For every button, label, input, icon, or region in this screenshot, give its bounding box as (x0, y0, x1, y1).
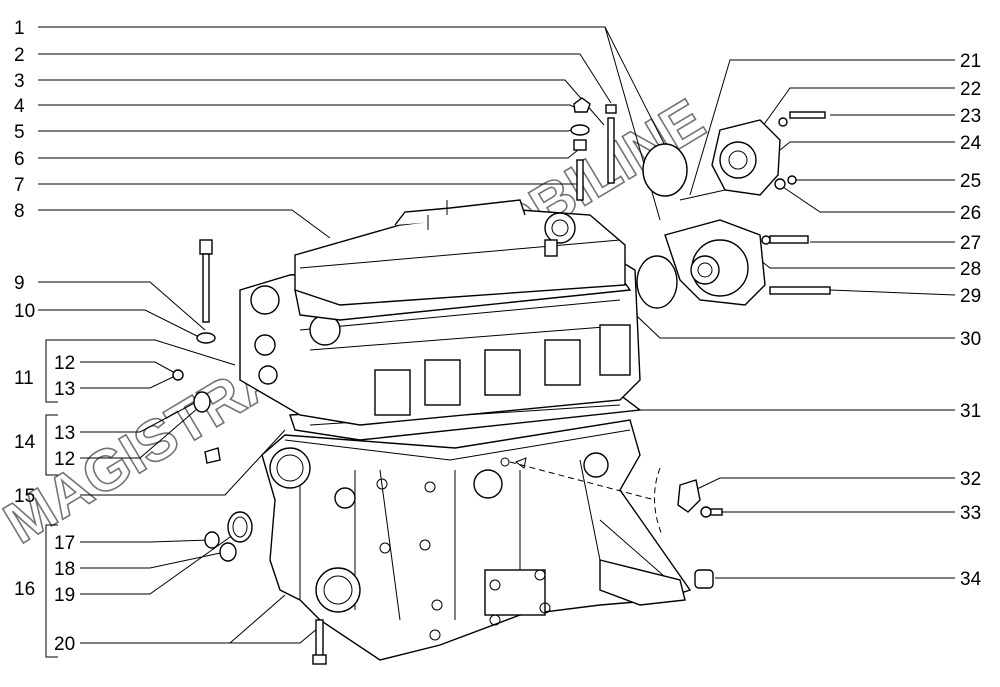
washer-part-5 (570, 124, 590, 136)
callout-1: 1 (14, 18, 25, 39)
crank-seal-opening (315, 567, 361, 613)
callout-24: 24 (960, 133, 982, 154)
callout-14: 14 (14, 432, 36, 453)
callout-21: 21 (960, 51, 981, 72)
callout-labels-left: 1 2 3 4 5 6 7 8 9 10 11 12 13 13 14 12 1… (14, 18, 75, 655)
head-port-2 (424, 359, 461, 406)
callout-7: 7 (14, 175, 25, 196)
callout-23: 23 (960, 106, 981, 127)
head-port-3 (484, 349, 521, 396)
seal-part-19 (227, 511, 253, 543)
callout-5: 5 (14, 122, 25, 143)
bolt-head-part-9 (199, 239, 213, 255)
callout-25: 25 (960, 171, 981, 192)
nut-part-2 (605, 104, 617, 114)
bore-opening-right (583, 452, 609, 478)
water-pump (664, 219, 831, 306)
callout-32: 32 (960, 469, 981, 490)
plug-part-18 (219, 542, 237, 562)
grommet-part-6 (573, 139, 587, 151)
callout-4: 4 (14, 96, 25, 117)
callout-12: 12 (54, 353, 75, 374)
bore-opening-left (269, 447, 311, 489)
o-ring-upper (642, 143, 688, 197)
callout-28: 28 (960, 259, 981, 280)
washer-part-10 (196, 332, 216, 344)
bolt-part-20 (315, 619, 324, 661)
callout-13: 13 (54, 379, 75, 400)
callout-22: 22 (960, 79, 981, 100)
callout-8: 8 (14, 201, 25, 222)
callout-27: 27 (960, 233, 981, 254)
callout-17: 17 (54, 533, 75, 554)
callout-20: 20 (54, 634, 75, 655)
callout-34: 34 (960, 569, 982, 590)
plug-part-15 (204, 447, 221, 464)
callout-11: 11 (14, 368, 34, 389)
bushing-part-34 (694, 569, 714, 589)
callout-2: 2 (14, 45, 25, 66)
callout-9: 9 (14, 273, 25, 294)
stud-part-3 (607, 117, 615, 184)
callout-30: 30 (960, 329, 981, 350)
bolt-part-23 (789, 111, 826, 119)
bore-opening-center (473, 469, 503, 499)
plug-part-13 (172, 369, 184, 381)
sensor-part-32 (677, 479, 701, 513)
callout-18: 18 (54, 559, 75, 580)
plug-part-17 (204, 531, 220, 549)
cylinder-block (261, 419, 692, 661)
callout-3: 3 (14, 71, 25, 92)
valve-cover (294, 199, 626, 306)
nut-part-25 (774, 178, 786, 190)
stud-part-29 (769, 286, 831, 295)
callout-15: 15 (14, 486, 35, 507)
callout-10: 10 (14, 301, 35, 322)
callout-12b: 12 (54, 449, 75, 470)
leader-lines-left (38, 26, 681, 658)
stud-part-7 (576, 159, 584, 201)
callout-26: 26 (960, 203, 981, 224)
bolt-shank-part-9 (202, 253, 210, 323)
sump-flange (484, 569, 546, 616)
callout-labels-right: 21 22 23 24 25 26 27 28 29 30 31 32 33 3… (960, 51, 982, 590)
sensor-parts (509, 457, 723, 589)
callout-16: 16 (14, 579, 35, 600)
o-ring-lower (636, 255, 678, 309)
callout-6: 6 (14, 149, 25, 170)
oil-filler-neck (544, 212, 576, 244)
head-port-1 (374, 369, 411, 416)
fasteners-left (172, 97, 617, 665)
callout-31: 31 (960, 401, 981, 422)
head-port-4 (544, 339, 581, 386)
callout-19: 19 (54, 585, 75, 606)
bolt-part-27 (769, 235, 809, 244)
seal-part-12 (193, 391, 211, 413)
thermostat-housing (679, 111, 826, 201)
cap-nut-part-4 (573, 97, 591, 113)
callout-13b: 13 (54, 423, 75, 444)
callout-33: 33 (960, 503, 981, 524)
callout-29: 29 (960, 286, 981, 307)
